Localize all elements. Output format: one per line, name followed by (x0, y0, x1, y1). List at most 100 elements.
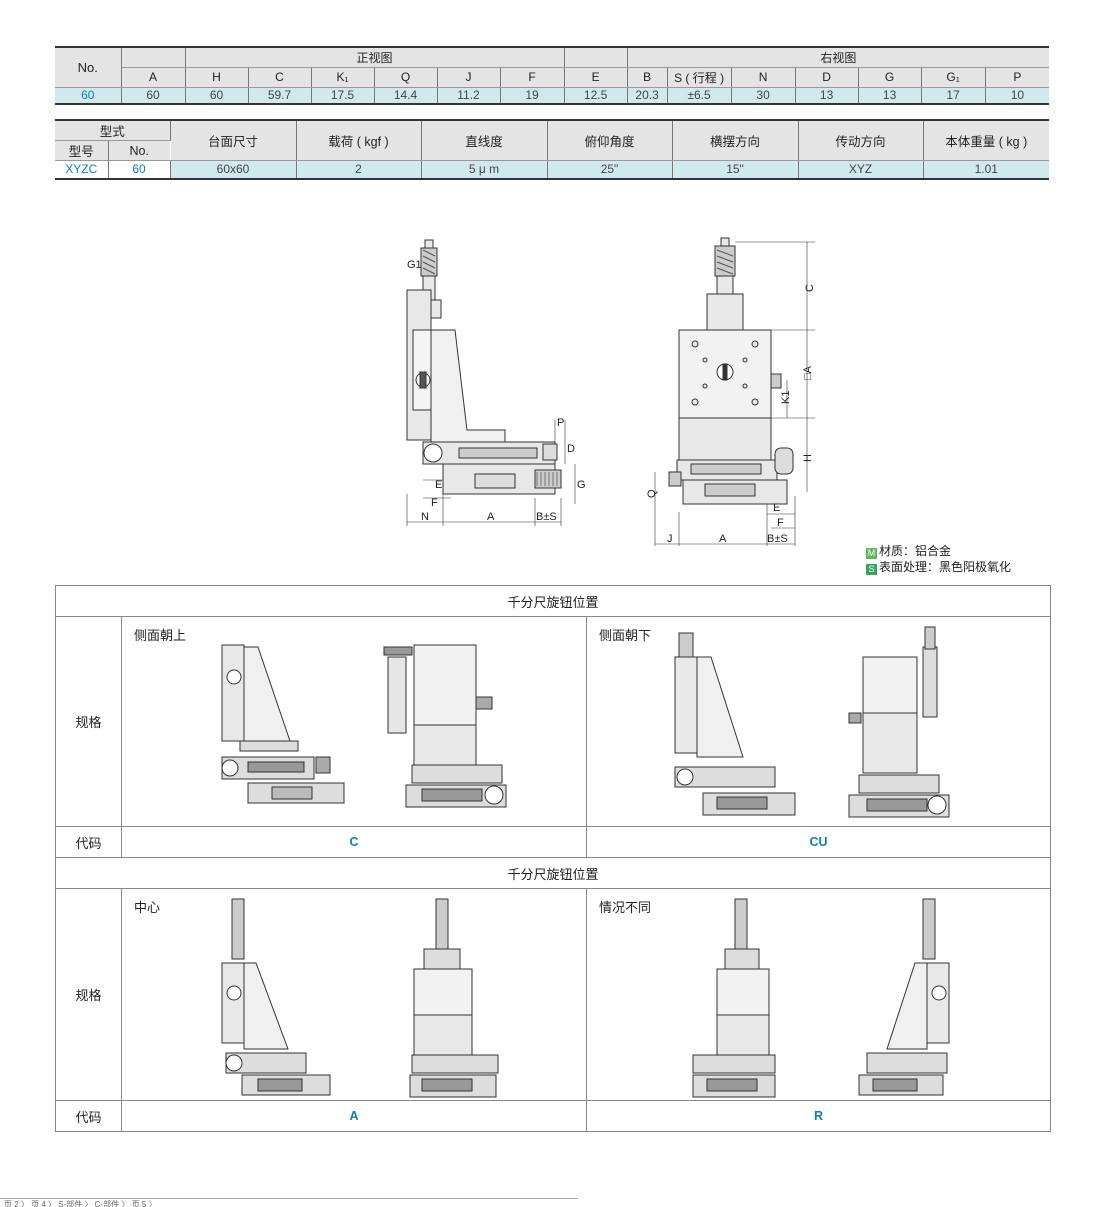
option-code: CU (586, 826, 1051, 858)
option-caption: 情况不同 (599, 900, 652, 915)
knob-position-table: 千分尺旋钮位置 规格 侧面朝上 (55, 585, 1051, 1132)
dim-label: E (435, 479, 442, 491)
dim-label: □A (802, 365, 814, 380)
column-header: A (121, 67, 186, 88)
dim-label: B±S (536, 511, 557, 523)
option-caption: 侧面朝上 (134, 628, 187, 643)
column-header: 本体重量 ( kg ) (923, 120, 1050, 161)
column-header: 横摆方向 (672, 120, 799, 161)
column-header: 俯仰角度 (547, 120, 673, 161)
spec-table: 型式 台面尺寸 载荷 ( kgf ) 直线度 俯仰角度 横摆方向 传动方向 本体… (55, 119, 1050, 180)
column-header: D (795, 67, 859, 88)
table-cell: XYZ (798, 160, 924, 179)
table-cell: 60 (185, 87, 249, 105)
table-cell: 59.7 (248, 87, 312, 105)
table-cell: 20.3 (627, 87, 668, 105)
dim-label: K1 (780, 391, 792, 404)
column-header: H (185, 67, 249, 88)
table-cell: 60x60 (170, 160, 297, 179)
column-header: Q (374, 67, 438, 88)
table-cell: 14.4 (374, 87, 438, 105)
header-no: No. (55, 47, 122, 88)
dim-label: P (557, 417, 564, 429)
dimension-table: No. 正视图 右视图 A H C K₁ Q J F E B S ( 行程 ) … (55, 46, 1050, 105)
type-header: 型式 (55, 120, 171, 141)
code-label: 代码 (55, 1100, 122, 1132)
column-header: 台面尺寸 (170, 120, 297, 161)
table-row: XYZC 60 60x60 2 5 μ m 25" 15" XYZ 1.01 (55, 160, 1050, 179)
table-cell: 10 (985, 87, 1050, 105)
dim-label: Q (646, 489, 658, 498)
column-header: K₁ (311, 67, 375, 88)
table-cell: 25" (547, 160, 673, 179)
dim-label: N (421, 511, 429, 523)
dim-label: G1 (407, 259, 422, 271)
dim-label: F (431, 497, 438, 509)
table-cell: 30 (731, 87, 796, 105)
dim-label: F (777, 517, 784, 529)
column-header: E (564, 67, 628, 88)
table-cell: 1.01 (923, 160, 1050, 179)
column-header: G₁ (921, 67, 986, 88)
column-header: B (627, 67, 668, 88)
table-cell: 13 (795, 87, 859, 105)
material-icon: M (866, 548, 877, 559)
dim-label: A (487, 511, 495, 523)
table-cell: 60 (121, 87, 186, 105)
stage-illustration (674, 626, 950, 818)
dim-label: D (567, 443, 575, 455)
right-view-header: 右视图 (627, 47, 1050, 68)
column-header: P (985, 67, 1050, 88)
dim-label: J (667, 533, 673, 545)
option-caption: 中心 (134, 900, 161, 915)
dim-label: E (773, 502, 780, 514)
column-header: C (248, 67, 312, 88)
knob-table-title: 千分尺旋钮位置 (55, 857, 1051, 889)
stage-illustration (692, 898, 950, 1098)
dim-label: B±S (767, 533, 788, 545)
table-cell: 15" (672, 160, 799, 179)
stage-illustration (221, 644, 507, 808)
table-cell: 11.2 (437, 87, 501, 105)
front-view-drawing: C □A K1 H Q E F J A B±S (646, 237, 816, 546)
option-code: R (586, 1100, 1051, 1132)
code-label: 代码 (55, 826, 122, 858)
spec-label: 规格 (55, 888, 122, 1101)
side-view-drawing: G1 P D G E F N A B±S (406, 239, 585, 526)
column-header: N (731, 67, 796, 88)
no-header: No. (108, 140, 171, 161)
model-cell: XYZC (55, 160, 109, 179)
dimension-column-headers: A H C K₁ Q J F E B S ( 行程 ) N D G G₁ P (55, 67, 1050, 88)
surface-icon: S (866, 564, 877, 575)
model-header: 型号 (55, 140, 109, 161)
table-cell: 12.5 (564, 87, 628, 105)
dim-label: G (577, 479, 585, 491)
column-header: 直线度 (421, 120, 548, 161)
column-header: S ( 行程 ) (667, 67, 732, 88)
surface-text: 表面处理：黑色阳极氧化 (879, 560, 1012, 574)
table-cell: 19 (500, 87, 565, 105)
no-cell: 60 (108, 160, 171, 179)
column-header: F (500, 67, 565, 88)
option-code: C (121, 826, 587, 858)
option-cell-cu: 侧面朝下 (586, 616, 1051, 827)
option-cell-r: 情况不同 (586, 888, 1051, 1101)
footer-nav: 页 2 〉 页 4 〉 S-部件 〉 C-部件 〉 页 5 〉 (0, 1198, 578, 1207)
column-header: G (858, 67, 922, 88)
knob-table-title: 千分尺旋钮位置 (55, 585, 1051, 617)
stage-illustration (221, 898, 499, 1098)
table-cell: ±6.5 (667, 87, 732, 105)
dim-label: H (802, 454, 814, 462)
table-cell: 2 (296, 160, 422, 179)
table-cell: 17.5 (311, 87, 375, 105)
option-code: A (121, 1100, 587, 1132)
dim-label: C (804, 284, 816, 292)
column-header: J (437, 67, 501, 88)
option-cell-c: 侧面朝上 (121, 616, 587, 827)
option-cell-a: 中心 (121, 888, 587, 1101)
material-text: 材质：铝合金 (879, 544, 952, 558)
front-view-header: 正视图 (185, 47, 565, 68)
table-cell: 5 μ m (421, 160, 548, 179)
table-cell: 13 (858, 87, 922, 105)
